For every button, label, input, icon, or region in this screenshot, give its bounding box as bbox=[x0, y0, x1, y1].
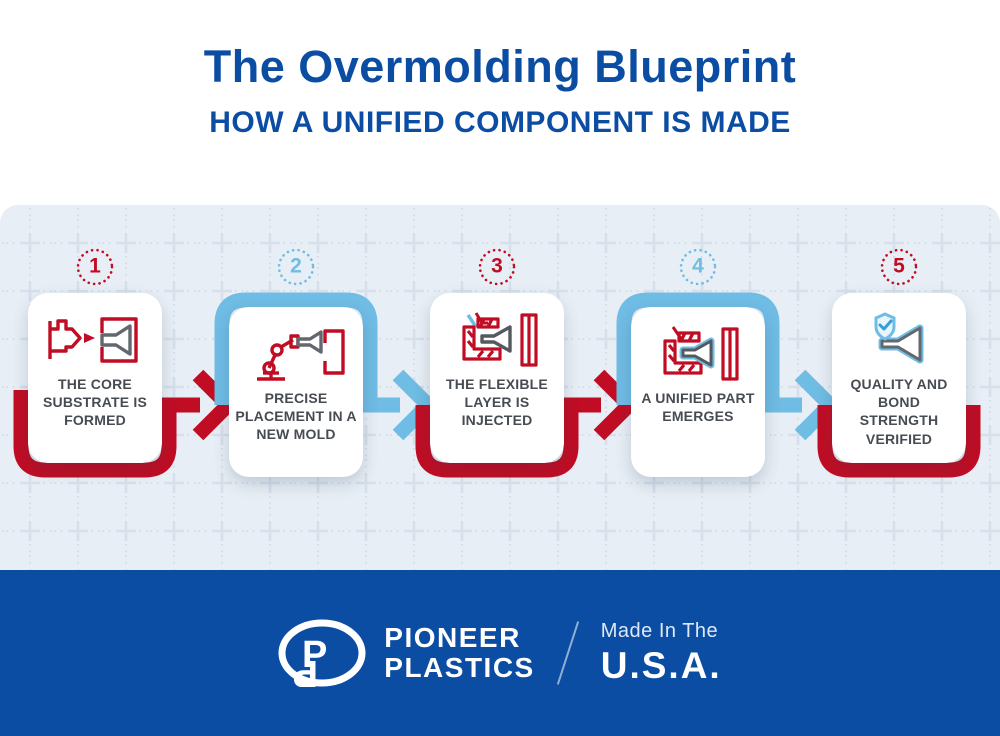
dotted-circle-icon bbox=[277, 248, 315, 286]
ribbon-step-2 bbox=[214, 292, 400, 413]
process-step-1: 1 THE CORE SUBSTRATE IS FORMED bbox=[28, 205, 162, 570]
made-in-prefix: Made In The bbox=[600, 619, 719, 642]
header: The Overmolding Blueprint HOW A UNIFIED … bbox=[0, 0, 1000, 205]
dotted-circle-icon bbox=[880, 248, 918, 286]
dotted-circle-icon bbox=[76, 248, 114, 286]
dotted-circle-icon bbox=[679, 248, 717, 286]
flow-ribbons-and-arrows bbox=[13, 292, 981, 478]
step-card: THE FLEXIBLE LAYER IS INJECTED bbox=[430, 293, 564, 463]
made-in-country: U.S.A. bbox=[600, 644, 722, 686]
step-number-badge: 5 bbox=[879, 247, 919, 287]
unified-part-mold-icon bbox=[663, 326, 739, 381]
pioneer-plastics-logo-icon: P P bbox=[278, 619, 366, 687]
step-number: 4 bbox=[692, 254, 704, 278]
step-number: 2 bbox=[290, 254, 302, 278]
step-card: THE CORE SUBSTRATE IS FORMED bbox=[28, 293, 162, 463]
brand-name: PIONEER PLASTICS bbox=[384, 621, 535, 683]
brand-name-line1: PIONEER bbox=[384, 621, 521, 653]
step-number-badge: 3 bbox=[477, 247, 517, 287]
page-subtitle: HOW A UNIFIED COMPONENT IS MADE bbox=[209, 105, 791, 139]
dotted-circle-icon bbox=[478, 248, 516, 286]
step-card: A UNIFIED PART EMERGES bbox=[631, 307, 765, 477]
ribbon-step-1 bbox=[13, 390, 200, 478]
step-label: QUALITY AND BOND STRENGTH VERIFIED bbox=[850, 376, 948, 447]
process-step-5: 5 QUALITY AND BOND STRENGTH VERIFIED bbox=[832, 205, 966, 570]
step-number: 1 bbox=[89, 254, 101, 278]
made-in-usa: Made In The U.S.A. bbox=[601, 620, 722, 687]
step-number: 3 bbox=[491, 254, 503, 278]
step-number: 5 bbox=[893, 254, 905, 278]
step-label: PRECISE PLACEMENT IN A NEW MOLD bbox=[235, 390, 357, 443]
svg-text:P: P bbox=[302, 634, 327, 676]
ribbon-step-4 bbox=[616, 292, 802, 413]
ribbon-step-5 bbox=[817, 405, 981, 478]
step-card: QUALITY AND BOND STRENGTH VERIFIED bbox=[832, 293, 966, 463]
process-step-2: 2 PRECISE bbox=[229, 205, 363, 570]
robot-arm-placement-icon bbox=[257, 329, 345, 381]
brand-name-line2: PLASTICS bbox=[384, 652, 535, 683]
step-number-badge: 1 bbox=[75, 247, 115, 287]
step-card: PRECISE PLACEMENT IN A NEW MOLD bbox=[229, 307, 363, 477]
svg-text:P: P bbox=[293, 652, 318, 687]
quality-shield-check-icon bbox=[874, 312, 924, 364]
step-label: THE CORE SUBSTRATE IS FORMED bbox=[42, 376, 148, 429]
ribbon-step-3 bbox=[415, 397, 601, 478]
slash-divider bbox=[556, 621, 579, 685]
injection-nozzle-mold-icon bbox=[48, 317, 138, 363]
process-step-4: 4 A UNIFIED PART EMERGES bbox=[631, 205, 765, 570]
process-band: 1 THE CORE SUBSTRATE IS FORMED bbox=[0, 205, 1000, 570]
step-number-badge: 4 bbox=[678, 247, 718, 287]
process-step-3: 3 THE FLEXIBLE LAYER IS INJ bbox=[430, 205, 564, 570]
footer: P P PIONEER PLASTICS Made In The U.S.A. bbox=[0, 570, 1000, 736]
step-label: A UNIFIED PART EMERGES bbox=[641, 390, 755, 425]
page-title: The Overmolding Blueprint bbox=[203, 41, 797, 92]
step-number-badge: 2 bbox=[276, 247, 316, 287]
step-label: THE FLEXIBLE LAYER IS INJECTED bbox=[446, 376, 548, 429]
mold-injection-icon bbox=[462, 312, 538, 367]
